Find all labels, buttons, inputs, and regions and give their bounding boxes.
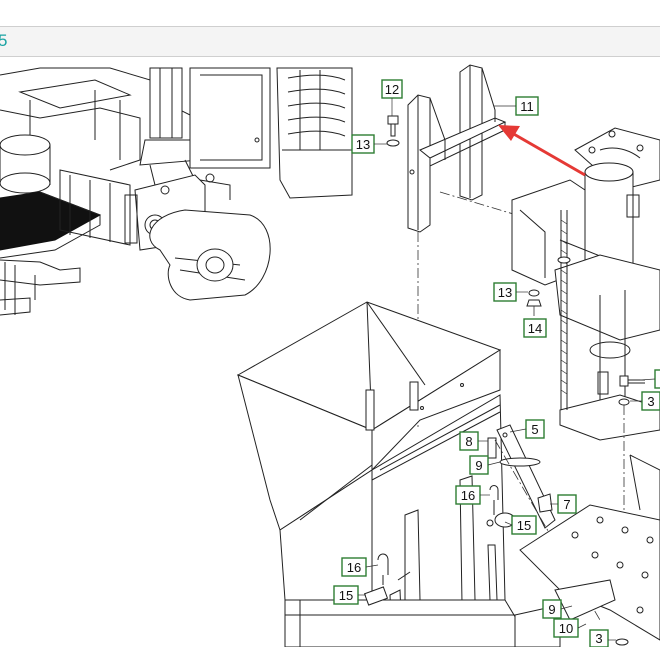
svg-text:7: 7 (563, 497, 570, 512)
nut-part-14 (526, 289, 542, 325)
callout-15-lower: 15 (333, 585, 366, 605)
callout-8: 8 (459, 431, 488, 451)
svg-text:13: 13 (356, 137, 370, 152)
svg-text:8: 8 (465, 434, 472, 449)
svg-text:13: 13 (498, 285, 512, 300)
upper-left-machine (0, 67, 271, 316)
red-pointer-arrow (498, 125, 586, 177)
callout-16-upper: 16 (455, 485, 490, 505)
svg-text:9: 9 (548, 602, 555, 617)
svg-text:3: 3 (595, 631, 602, 646)
callout-9-upper: 9 (469, 455, 501, 475)
bracket-frame-part-11 (407, 64, 507, 430)
callout-15-upper: 15 (504, 515, 537, 535)
callout-12: 12 (381, 79, 403, 116)
svg-text:15: 15 (339, 588, 353, 603)
svg-text:5: 5 (531, 422, 538, 437)
page-title-fragment: 5 (0, 31, 8, 50)
callout-7: 7 (550, 494, 577, 514)
screw-part-12 (386, 115, 400, 147)
callout-16-lower: 16 (341, 557, 379, 577)
pin-part-16-upper (486, 485, 516, 528)
callout-10: 10 (553, 618, 587, 638)
svg-text:12: 12 (385, 82, 399, 97)
callout-5: 5 (509, 419, 545, 439)
callout-1-partial: 1 (639, 369, 660, 389)
svg-text:15: 15 (517, 518, 531, 533)
svg-text:3: 3 (647, 394, 654, 409)
arm-assembly-part-5 (487, 424, 601, 621)
callout-13-mid: 13 (493, 282, 528, 302)
svg-text:10: 10 (559, 621, 573, 636)
callout-14: 14 (523, 318, 547, 338)
top-bar: 5 (0, 26, 660, 57)
callout-13-top: 13 (351, 134, 387, 154)
pin-part-16-lower (363, 553, 411, 606)
svg-text:16: 16 (461, 488, 475, 503)
callout-3-lower: 3 (589, 629, 616, 647)
svg-text:14: 14 (528, 321, 542, 336)
exploded-parts-diagram: 12 13 11 13 14 5 8 9 16 7 (0, 64, 660, 647)
callout-9-lower: 9 (542, 599, 573, 619)
coil-housing (276, 67, 353, 199)
callout-3-upper: 3 (630, 391, 660, 411)
svg-text:11: 11 (520, 99, 534, 114)
right-mechanism (511, 127, 660, 560)
svg-text:16: 16 (347, 560, 361, 575)
callout-11: 11 (494, 96, 539, 116)
svg-text:9: 9 (475, 458, 482, 473)
base-plate (514, 454, 660, 647)
